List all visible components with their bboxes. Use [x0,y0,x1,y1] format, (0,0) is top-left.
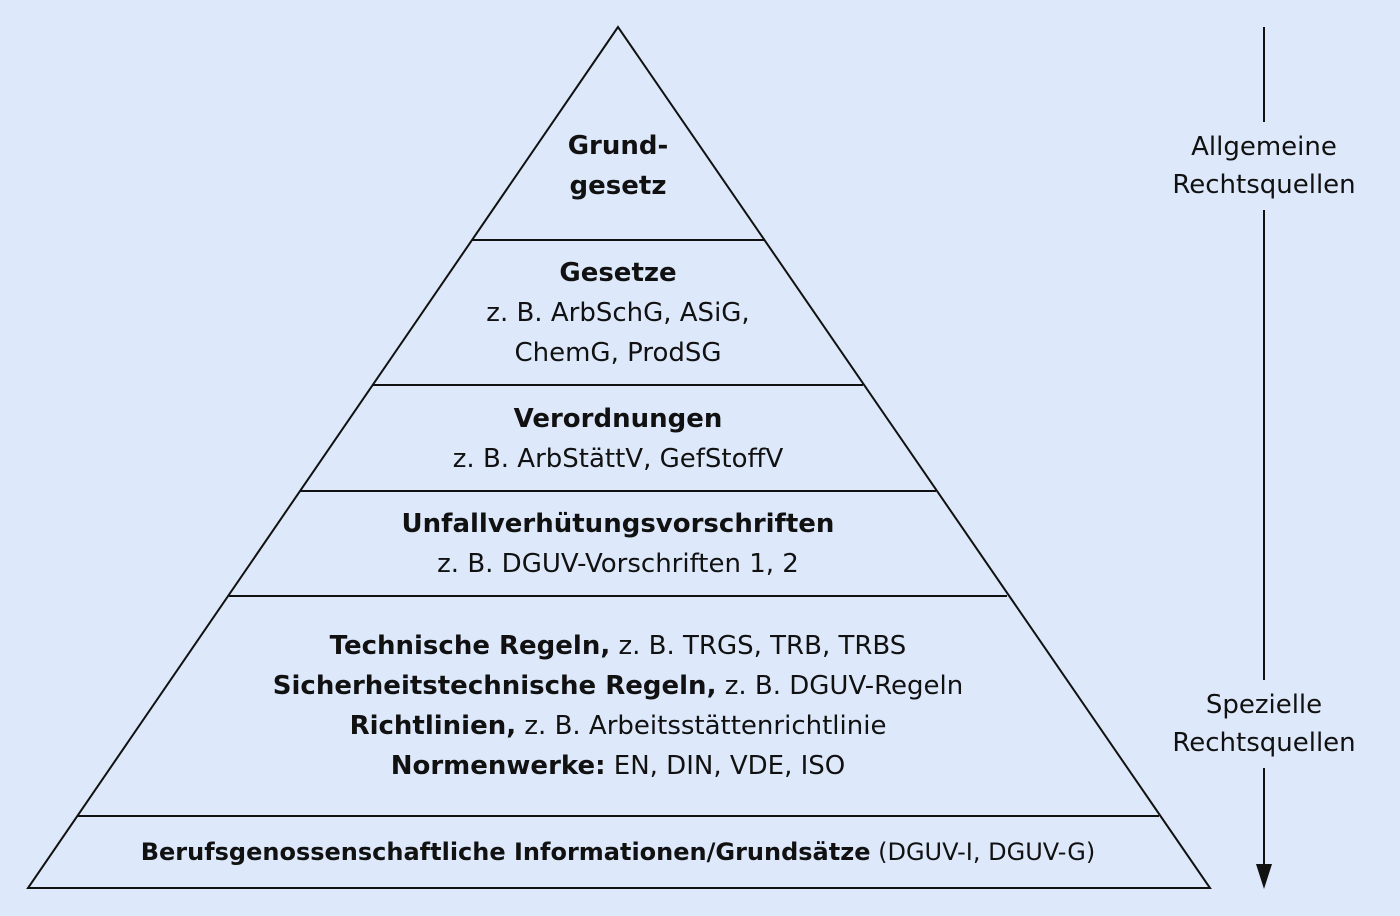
level-gesetze-line2: ChemG, ProdSG [514,338,722,368]
level-regeln-row-bold: Richtlinien, [349,711,517,741]
level-gesetze-title: Gesetze [559,258,677,288]
level-bg-informationen: Berufsgenossenschaftliche Informationen/… [68,832,1168,872]
level-gesetze: Gesetze z. B. ArbSchG, ASiG, ChemG, Prod… [418,253,818,373]
level-regeln-row: Technische Regeln, z. B. TRGS, TRB, TRBS [218,626,1018,666]
level-bg-informationen-bold: Berufsgenossenschaftliche Informationen/… [140,838,871,866]
level-gesetze-line1: z. B. ArbSchG, ASiG, [486,298,750,328]
level-regeln-row-bold: Sicherheitstechnische Regeln, [272,671,717,701]
level-grundgesetz: Grund- gesetz [518,126,718,206]
label-allgemeine-rechtsquellen: Allgemeine Rechtsquellen [1144,122,1384,210]
label-spezielle-line1: Spezielle [1205,690,1323,720]
level-bg-informationen-text: (DGUV-I, DGUV-G) [870,838,1096,866]
level-unfallverhuetung-title: Unfallverhütungsvorschriften [401,509,835,539]
scale-arrow-head [1256,864,1272,889]
level-grundgesetz-title-2: gesetz [569,171,667,201]
level-regeln-row-text: z. B. Arbeitsstättenrichtlinie [516,711,887,741]
label-allgemeine-line1: Allgemeine [1191,132,1337,162]
level-grundgesetz-title: Grund- [567,131,669,161]
level-regeln-row: Sicherheitstechnische Regeln, z. B. DGUV… [218,666,1018,706]
label-spezielle-rechtsquellen: Spezielle Rechtsquellen [1144,680,1384,768]
label-allgemeine-line2: Rechtsquellen [1172,170,1356,200]
level-regeln-row-text: z. B. TRGS, TRB, TRBS [610,631,907,661]
level-regeln: Technische Regeln, z. B. TRGS, TRB, TRBS… [218,626,1018,786]
label-spezielle-line2: Rechtsquellen [1172,728,1356,758]
level-unfallverhuetung-line1: z. B. DGUV-Vorschriften 1, 2 [437,549,799,579]
level-regeln-row: Richtlinien, z. B. Arbeitsstättenrichtli… [218,706,1018,746]
level-regeln-row-text: z. B. DGUV-Regeln [716,671,964,701]
level-regeln-row-bold: Normenwerke: [390,751,606,781]
level-regeln-row-bold: Technische Regeln, [329,631,611,661]
level-regeln-row: Normenwerke: EN, DIN, VDE, ISO [218,746,1018,786]
level-verordnungen: Verordnungen z. B. ArbStättV, GefStoffV [368,399,868,479]
level-verordnungen-line1: z. B. ArbStättV, GefStoffV [452,444,784,474]
pyramid-outline [26,25,1212,889]
level-regeln-row-text: EN, DIN, VDE, ISO [605,751,846,781]
level-verordnungen-title: Verordnungen [513,404,723,434]
level-unfallverhuetung: Unfallverhütungsvorschriften z. B. DGUV-… [318,504,918,584]
